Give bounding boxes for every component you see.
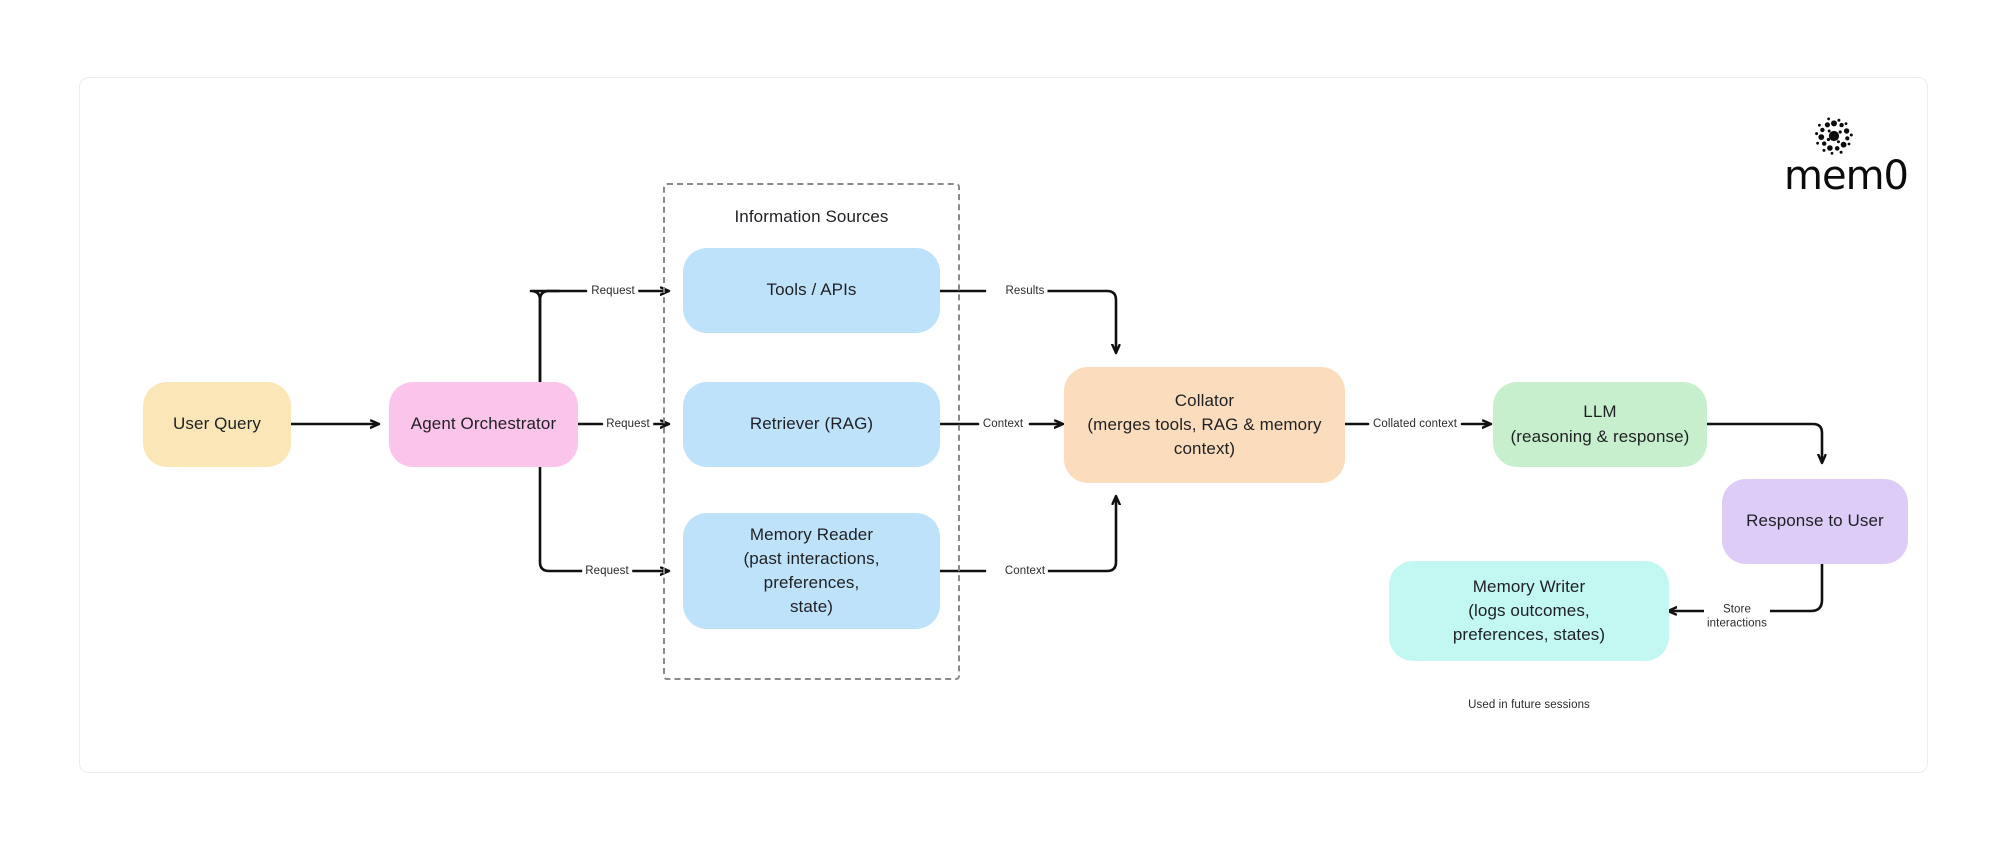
information-sources-group bbox=[663, 183, 960, 680]
node-tools-apis[interactable]: Tools / APIs bbox=[683, 248, 940, 333]
dotted-burst-icon bbox=[1815, 117, 1853, 155]
edge-label-agent-to-retriever: Request bbox=[603, 416, 653, 432]
edge-label-agent-to-tools: Request bbox=[588, 283, 638, 299]
brand-wordmark: mem0 bbox=[1784, 153, 1909, 199]
node-retriever-rag[interactable]: Retriever (RAG) bbox=[683, 382, 940, 467]
edge-label-response-to-writer: Store interactions bbox=[1703, 602, 1771, 632]
note-used-in-future-sessions: Used in future sessions bbox=[1468, 699, 1590, 711]
node-agent-orchestrator[interactable]: Agent Orchestrator bbox=[389, 382, 578, 467]
node-memory-reader[interactable]: Memory Reader (past interactions, prefer… bbox=[683, 513, 940, 629]
edge-label-tools-to-collator: Results bbox=[1002, 283, 1048, 299]
node-collator[interactable]: Collator (merges tools, RAG & memory con… bbox=[1064, 367, 1345, 483]
information-sources-group-title: Information Sources bbox=[734, 207, 889, 226]
edge-label-collator-to-llm: Collated context bbox=[1369, 416, 1461, 432]
brand-logo: mem0 bbox=[1776, 112, 1916, 202]
edge-label-retriever-to-collator: Context bbox=[979, 416, 1027, 432]
node-response-to-user[interactable]: Response to User bbox=[1722, 479, 1908, 564]
node-llm[interactable]: LLM (reasoning & response) bbox=[1493, 382, 1707, 467]
edge-label-agent-to-memory: Request bbox=[582, 563, 632, 579]
node-memory-writer[interactable]: Memory Writer (logs outcomes, preference… bbox=[1389, 561, 1669, 661]
node-user-query[interactable]: User Query bbox=[143, 382, 291, 467]
edge-label-memory-to-collator: Context bbox=[1001, 563, 1049, 579]
